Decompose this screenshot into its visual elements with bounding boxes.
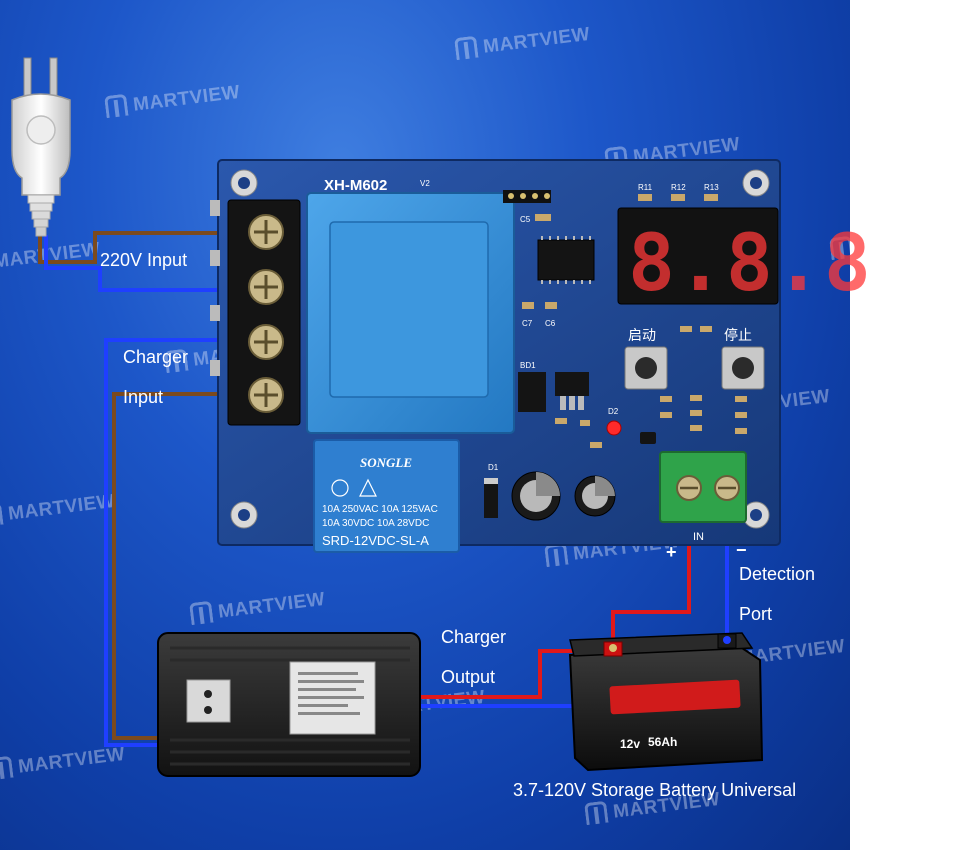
detection-terminal: [659, 451, 747, 523]
mounting-hole: [230, 169, 258, 197]
terminal-screw: [248, 377, 284, 413]
battery-negative-terminal: [717, 633, 737, 649]
bridge-rectifier: [518, 372, 546, 412]
wire-detection-red: [611, 505, 691, 648]
input-terminal-block: [210, 199, 301, 426]
label-charger-output-line1: Charger: [441, 627, 507, 647]
transistor: [640, 432, 656, 444]
board-version-label: V2: [420, 179, 430, 188]
label-detection-line1: Detection: [739, 564, 816, 584]
silk-d1: D1: [488, 463, 499, 472]
transformer: [306, 192, 515, 434]
plus-sign: +: [666, 542, 677, 562]
product-photo: MARTVIEW MARTVIEW MARTVIEW MARTVIEW MART…: [0, 0, 850, 850]
terminal-screw: [248, 324, 284, 360]
stop-button-label: 停止: [724, 327, 752, 344]
battery-voltage-label: 12v: [620, 737, 640, 751]
board-model-label: XH-M602: [324, 177, 387, 194]
relay-rating-2: 10A 30VDC 10A 28VDC: [322, 518, 429, 529]
silk-d2: D2: [608, 407, 619, 416]
label-charger-input-line1: Charger: [123, 347, 189, 367]
silk-bd1: BD1: [520, 361, 536, 370]
wire-charger-input-blue: [104, 338, 252, 747]
silk-r13: R13: [704, 183, 719, 192]
ic-chip: [537, 236, 595, 284]
relay: SONGLE 10A 250VAC 10A 125VAC 10A 30VDC 1…: [313, 439, 460, 553]
relay-rating-1: 10A 250VAC 10A 125VAC: [322, 504, 438, 515]
stop-button[interactable]: [721, 346, 765, 390]
terminal-in-label: IN: [693, 531, 704, 543]
wiring-scene: XH-M602 V2: [11, 57, 871, 777]
silk-c6: C6: [545, 319, 556, 328]
seven-segment-display: 8.8.8: [617, 207, 873, 309]
terminal-screw: [248, 269, 284, 305]
diode: [484, 478, 498, 518]
label-charger-output-line2: Output: [441, 667, 496, 687]
mounting-hole: [742, 169, 770, 197]
relay-model: SRD-12VDC-SL-A: [322, 533, 429, 548]
smd-components: [555, 326, 747, 448]
status-led: [606, 420, 622, 436]
header-pins: [503, 190, 551, 203]
voltage-regulator: [555, 372, 589, 410]
start-button[interactable]: [624, 346, 668, 390]
power-plug: [11, 57, 71, 237]
display-digits: 8.8.8: [628, 219, 873, 309]
wire-charger-input-brown: [112, 392, 252, 740]
electrolytic-capacitor: [574, 475, 616, 517]
wire-220v-brown: [38, 231, 252, 264]
storage-battery: 12v 56Ah: [568, 632, 764, 772]
silk-c7: C7: [522, 319, 533, 328]
pcb-board: XH-M602 V2: [210, 159, 873, 553]
silk-r12: R12: [671, 183, 686, 192]
electrolytic-capacitor: [511, 471, 561, 521]
charger-adapter: [157, 632, 421, 777]
mounting-hole: [230, 501, 258, 529]
terminal-screw: [248, 214, 284, 250]
start-button-label: 启动: [628, 328, 656, 344]
silk-r11: R11: [638, 183, 653, 192]
silk-c5: C5: [520, 215, 531, 224]
label-detection-line2: Port: [739, 604, 773, 624]
minus-sign: −: [736, 540, 747, 560]
battery-caption: 3.7-120V Storage Battery Universal: [513, 780, 797, 800]
label-charger-input-line2: Input: [123, 387, 164, 407]
battery-capacity-label: 56Ah: [648, 735, 677, 749]
watermark-text: MARTVIEW: [857, 223, 966, 258]
relay-brand: SONGLE: [360, 455, 412, 470]
battery-positive-terminal: [603, 641, 623, 657]
wire-220v-blue: [44, 235, 252, 292]
label-220v-input: 220V Input: [100, 250, 188, 270]
